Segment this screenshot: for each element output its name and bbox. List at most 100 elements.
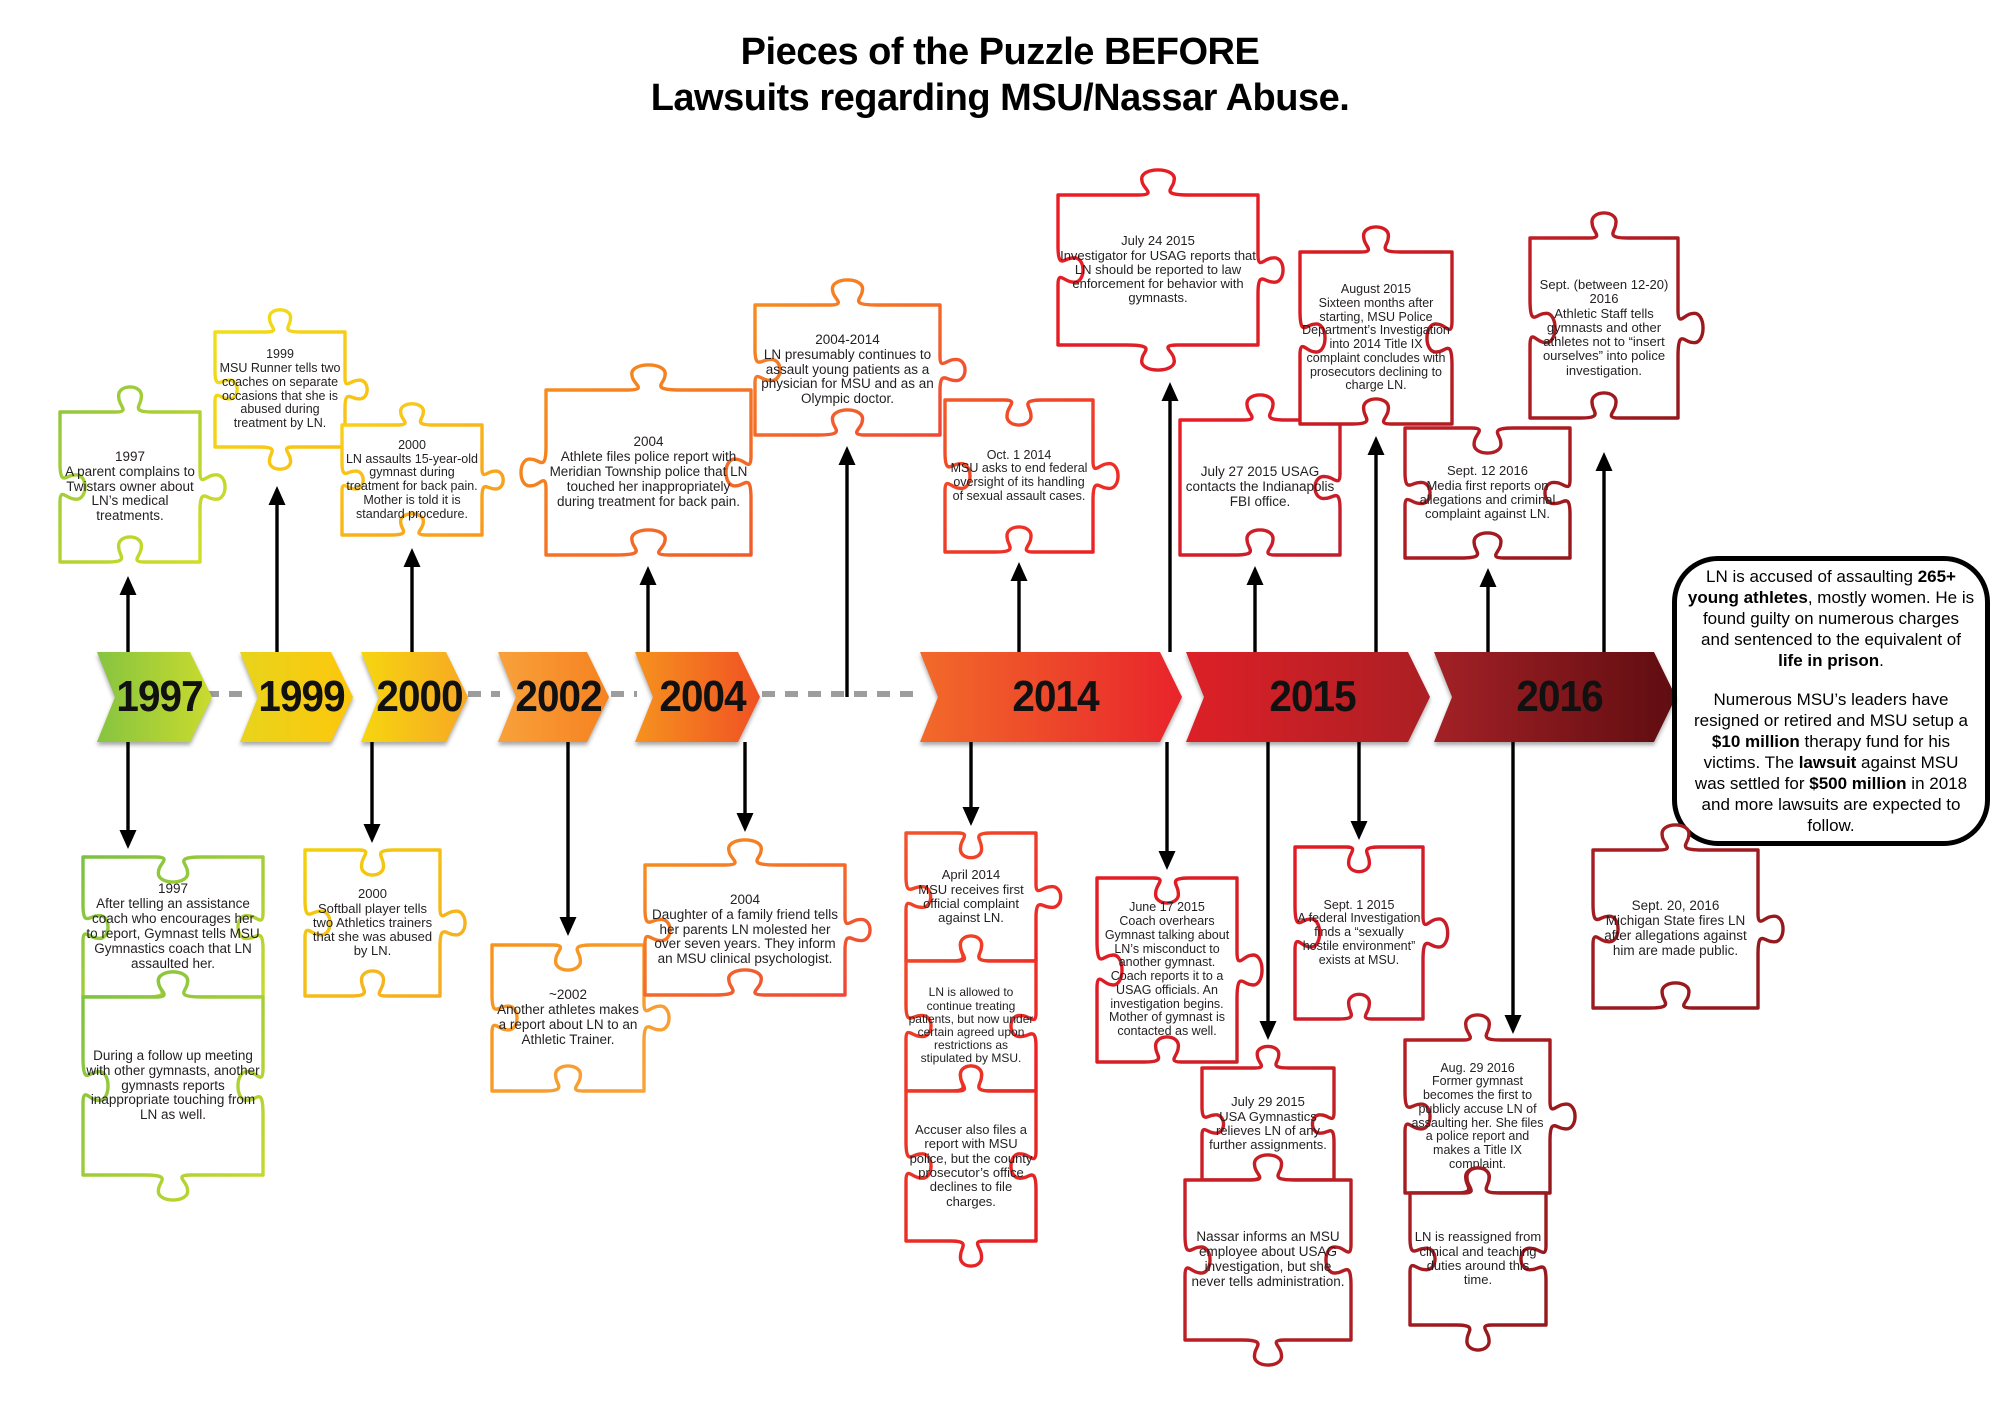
piece-date: 2000 (358, 886, 387, 902)
connector-arrow (1479, 568, 1497, 652)
timeline-chevron-2000: 2000 (361, 652, 468, 742)
piece-date: Sept. (between 12-20) 2016 (1539, 276, 1669, 307)
timeline-dash-connector (206, 691, 242, 697)
puzzle-piece-july-29-2015-2: Nassar informs an MSU employee about USA… (1149, 1144, 1387, 1376)
puzzle-outline (58, 385, 227, 564)
piece-body: MSU receives first official complaint ag… (918, 881, 1024, 926)
piece-date: 2004-2014 (815, 331, 880, 347)
piece-body: Former gymnast becomes the first to publ… (1411, 1074, 1544, 1171)
timeline-dash-connector (468, 691, 500, 697)
piece-body: Accuser also files a report with MSU pol… (909, 1122, 1033, 1209)
puzzle-outline (303, 848, 467, 998)
piece-body: A parent complains to Twistars owner abo… (65, 463, 195, 524)
connector-arrow (1259, 742, 1277, 1040)
puzzle-outline (1056, 168, 1285, 372)
connector-arrow (1350, 742, 1368, 840)
piece-date: 1997 (114, 448, 146, 464)
puzzle-outline (519, 363, 753, 557)
piece-body: LN assaults 15-year-old gymnast during t… (345, 451, 478, 521)
piece-date: 2004 (633, 434, 664, 450)
piece-date: 2004 (729, 891, 761, 907)
connector-arrow (1595, 452, 1613, 652)
piece-date: August 2015 (1340, 282, 1412, 296)
chevron-label: 1997 (115, 672, 203, 721)
puzzle-outline (1403, 426, 1572, 560)
puzzle-outline (1095, 876, 1264, 1064)
connector-arrow (838, 446, 856, 697)
connector-arrow (639, 566, 657, 652)
piece-body: Coach overhears Gymnast talking about LN… (1104, 914, 1230, 1038)
piece-text: During a follow up meeting with other gy… (83, 997, 263, 1175)
piece-body: After telling an assistance coach who en… (86, 896, 260, 971)
summary-box: LN is accused of assaulting 265+ young a… (1672, 556, 1990, 846)
timeline-dash-connector (611, 691, 637, 697)
piece-text: Accuser also files a report with MSU pol… (906, 1091, 1036, 1241)
timeline-chevron-1999: 1999 (240, 652, 353, 742)
timeline-chevron-2016: 2016 (1434, 652, 1676, 742)
puzzle-outline (1528, 211, 1705, 420)
connector-arrow (1161, 382, 1179, 652)
piece-text: Nassar informs an MSU employee about USA… (1185, 1180, 1351, 1340)
puzzle-outline (1591, 823, 1785, 1010)
page-title: Pieces of the Puzzle BEFORE Lawsuits reg… (0, 30, 2000, 121)
piece-body: LN is reassigned from clinical and teach… (1414, 1229, 1542, 1288)
puzzle-outline (1403, 1013, 1577, 1195)
connector-arrow (403, 548, 421, 652)
timeline-dash-connector (762, 691, 918, 697)
piece-body: A federal Investigation finds a “sexuall… (1297, 911, 1421, 967)
piece-body: LN presumably continues to assault young… (761, 346, 934, 407)
piece-date: Oct. 1 2014 (986, 447, 1052, 462)
connector-arrow (1158, 742, 1176, 870)
piece-body: Athlete files police report with Meridia… (549, 449, 748, 509)
piece-body: Another athletes makes a report about LN… (497, 1002, 639, 1047)
connector-arrow (363, 742, 381, 843)
puzzle-outline (1298, 225, 1454, 426)
connector-arrow (268, 486, 286, 652)
title-line-1: Pieces of the Puzzle BEFORE (740, 31, 1260, 73)
connector-arrow (1246, 566, 1264, 652)
piece-body: During a follow up meeting with other gy… (86, 1047, 260, 1123)
connector-arrow (962, 742, 980, 826)
piece-date: 2000 (398, 437, 426, 452)
piece-date: Sept. 12 2016 (1447, 463, 1528, 479)
puzzle-outline (943, 398, 1120, 554)
connector-arrow (119, 576, 137, 652)
puzzle-piece-aug-29-2016-2: LN is reassigned from clinical and teach… (1374, 1157, 1582, 1361)
piece-text: July 27 2015 USAG contacts the Indianapo… (1180, 420, 1340, 555)
piece-body: Daughter of a family friend tells her pa… (651, 906, 839, 967)
piece-date: Sept. 1 2015 (1323, 897, 1395, 912)
chevron-label: 2002 (514, 672, 602, 721)
piece-body: Nassar informs an MSU employee about USA… (1191, 1229, 1345, 1289)
connector-arrow (119, 742, 137, 849)
chevron-label: 2004 (658, 672, 746, 721)
piece-date: June 17 2015 (1129, 900, 1205, 915)
piece-text: LN is reassigned from clinical and teach… (1410, 1193, 1546, 1325)
piece-body: Athletic Staff tells gymnasts and other … (1542, 305, 1666, 378)
piece-date: April 2014 (941, 867, 1001, 883)
connector-arrow (1010, 562, 1028, 652)
chevron-label: 2016 (1516, 672, 1603, 721)
